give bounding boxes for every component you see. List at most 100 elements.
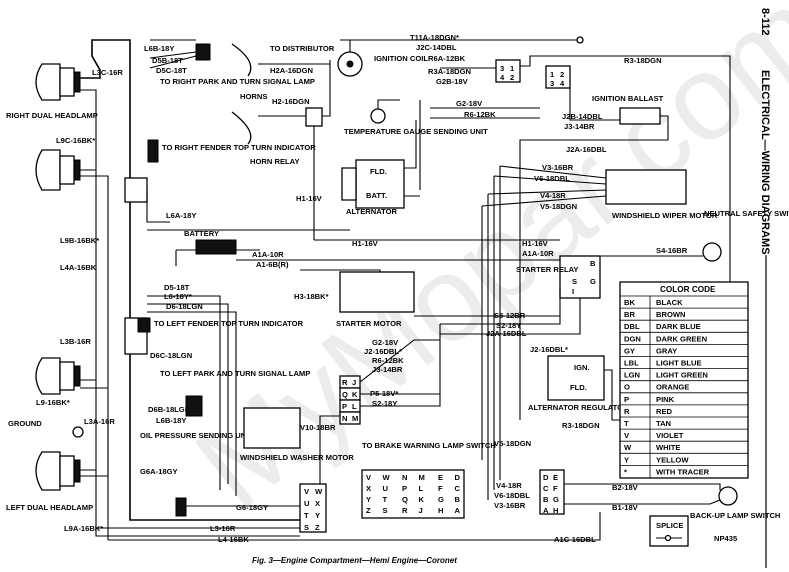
big-connector-pin: S xyxy=(383,506,388,515)
neutral-safety-switch xyxy=(702,242,722,262)
wire-v6b: V6-18DBL xyxy=(494,491,530,500)
wire-j2a: J2A-16DBL xyxy=(566,145,607,154)
wire-a1c: A1C-16DBL xyxy=(554,535,596,544)
mid-connector-row4 xyxy=(339,411,361,425)
fld-label: FLD. xyxy=(370,167,387,176)
conn-ign-2: 2 xyxy=(560,70,564,79)
color-code-name: RED xyxy=(656,407,673,416)
color-code-abbr: W xyxy=(624,443,632,452)
relay-pin-s: S xyxy=(572,277,577,286)
conn-left-y: Y xyxy=(315,511,320,520)
alternator xyxy=(355,159,405,209)
relay-pin-i: I xyxy=(572,287,574,296)
washer-motor-label: WINDSHIELD WASHER MOTOR xyxy=(240,453,354,462)
big-connector-pin: H xyxy=(438,506,443,515)
wire-main-harness xyxy=(80,39,300,521)
wire-a1a2: A1A-10R xyxy=(522,249,554,258)
wire-l3 xyxy=(95,528,300,537)
ignition-coil-label: IGNITION COIL xyxy=(374,54,428,63)
big-connector xyxy=(361,469,465,519)
to-distributor-label: TO DISTRIBUTOR xyxy=(270,44,335,53)
color-code-abbr: T xyxy=(624,419,629,428)
wire-l9: L9-16BK* xyxy=(36,398,70,407)
battery xyxy=(195,239,237,255)
ignition-ballast-label: IGNITION BALLAST xyxy=(592,94,664,103)
wire-r6: R6-12BK xyxy=(464,110,496,119)
big-connector-pin: V xyxy=(366,473,372,482)
battery-label: BATTERY xyxy=(184,229,219,238)
wiper-motor-label: WINDSHIELD WIPER MOTOR xyxy=(612,211,718,220)
wire-backup xyxy=(564,483,721,505)
big-connector-pin: F xyxy=(438,484,443,493)
splice-symbol-icon xyxy=(664,534,672,542)
right-dual-headlamp-label: RIGHT DUAL HEADLAMP xyxy=(6,111,98,120)
wire-h2a: H2A-16DGN xyxy=(270,66,313,75)
color-code-name: WITH TRACER xyxy=(656,467,710,476)
wire-l6a-run xyxy=(146,190,350,231)
conn-left-u: U xyxy=(304,499,310,508)
conn-mid-r: R xyxy=(342,378,348,387)
coil-terminal xyxy=(346,60,354,68)
color-code-abbr: Y xyxy=(624,455,629,464)
conn-bot-f: F xyxy=(553,484,558,493)
conn-ign-4: 4 xyxy=(560,79,565,88)
wire-l4 xyxy=(108,512,601,541)
wire-j3-run xyxy=(519,115,669,420)
to-right-park-text: TO RIGHT PARK AND TURN SIGNAL LAMP xyxy=(160,77,315,86)
wire-h3: H3-18BK* xyxy=(294,292,329,301)
section-title: ELECTRICAL—WIRING DIAGRAMS xyxy=(759,70,771,255)
horn-upper xyxy=(231,43,252,77)
color-code-abbr: P xyxy=(624,395,629,404)
conn-left-s: S xyxy=(304,523,309,532)
conn-mid-l: L xyxy=(352,402,357,411)
big-connector-pin: T xyxy=(383,495,388,504)
conn-left-x: X xyxy=(315,499,320,508)
color-code-name: PINK xyxy=(656,395,675,404)
left-dual-headlamp-upper xyxy=(35,357,81,395)
conn-bot-c: C xyxy=(543,484,549,493)
wire-v4b: V4-18R xyxy=(496,481,522,490)
conn-ign-3: 3 xyxy=(550,79,554,88)
wire-b2: B2-18V xyxy=(612,483,639,492)
horn-lower xyxy=(231,111,252,145)
color-code-abbr: BR xyxy=(624,310,635,319)
wire-l4a: L4A-16BK xyxy=(60,263,97,272)
conn-bot-h: H xyxy=(553,506,558,515)
right-park-lamp xyxy=(195,43,211,61)
color-code-name: LIGHT GREEN xyxy=(656,371,708,380)
ground-icon xyxy=(72,426,84,438)
right-dual-headlamp-lower xyxy=(35,149,81,191)
alternator-regulator xyxy=(547,355,605,401)
color-code-name: DARK BLUE xyxy=(656,322,701,331)
color-code-title: COLOR CODE xyxy=(660,285,716,294)
right-dual-headlamp-text: RIGHT DUAL HEADLAMP xyxy=(6,111,98,120)
relay-pin-g: G xyxy=(590,277,596,286)
batt-label: BATT. xyxy=(366,191,387,200)
wire-coil xyxy=(340,39,580,109)
color-code-name: TAN xyxy=(656,419,671,428)
wire-r3: R3-18DGN xyxy=(624,56,662,65)
wire-s2b: S2-18Y xyxy=(372,399,397,408)
right-fender-connector xyxy=(124,177,148,203)
wire-j2e: J2-16DBL* xyxy=(530,345,568,354)
wire-h1c: H1-16V xyxy=(522,239,549,248)
color-code-abbr: DBL xyxy=(624,322,640,331)
wire-h2: H2-16DGN xyxy=(272,97,310,106)
wire-mid-connector xyxy=(319,324,441,520)
color-code-name: ORANGE xyxy=(656,383,689,392)
left-park-lamp xyxy=(185,395,203,417)
wire-t11a: T11A-18DGN* xyxy=(410,33,459,42)
wire-battery xyxy=(175,249,260,266)
big-connector-pin: X xyxy=(366,484,371,493)
wire-l3c: L3C-16R xyxy=(92,68,123,77)
wire-j3: J3-14BR xyxy=(564,122,595,131)
color-code-name: BROWN xyxy=(656,310,686,319)
wire-s2a: S2-18Y xyxy=(496,321,521,330)
alternator-label: ALTERNATOR xyxy=(346,207,398,216)
back-up-lamp-switch xyxy=(718,486,738,506)
wire-v5: V5-18DGN xyxy=(540,202,577,211)
conn-mid-m: M xyxy=(352,414,358,423)
bulkhead-connector xyxy=(299,483,327,533)
figure-caption: Fig. 3—Engine Compartment—Hemi Engine—Co… xyxy=(252,556,457,565)
conn-top-1: 3 xyxy=(500,64,504,73)
